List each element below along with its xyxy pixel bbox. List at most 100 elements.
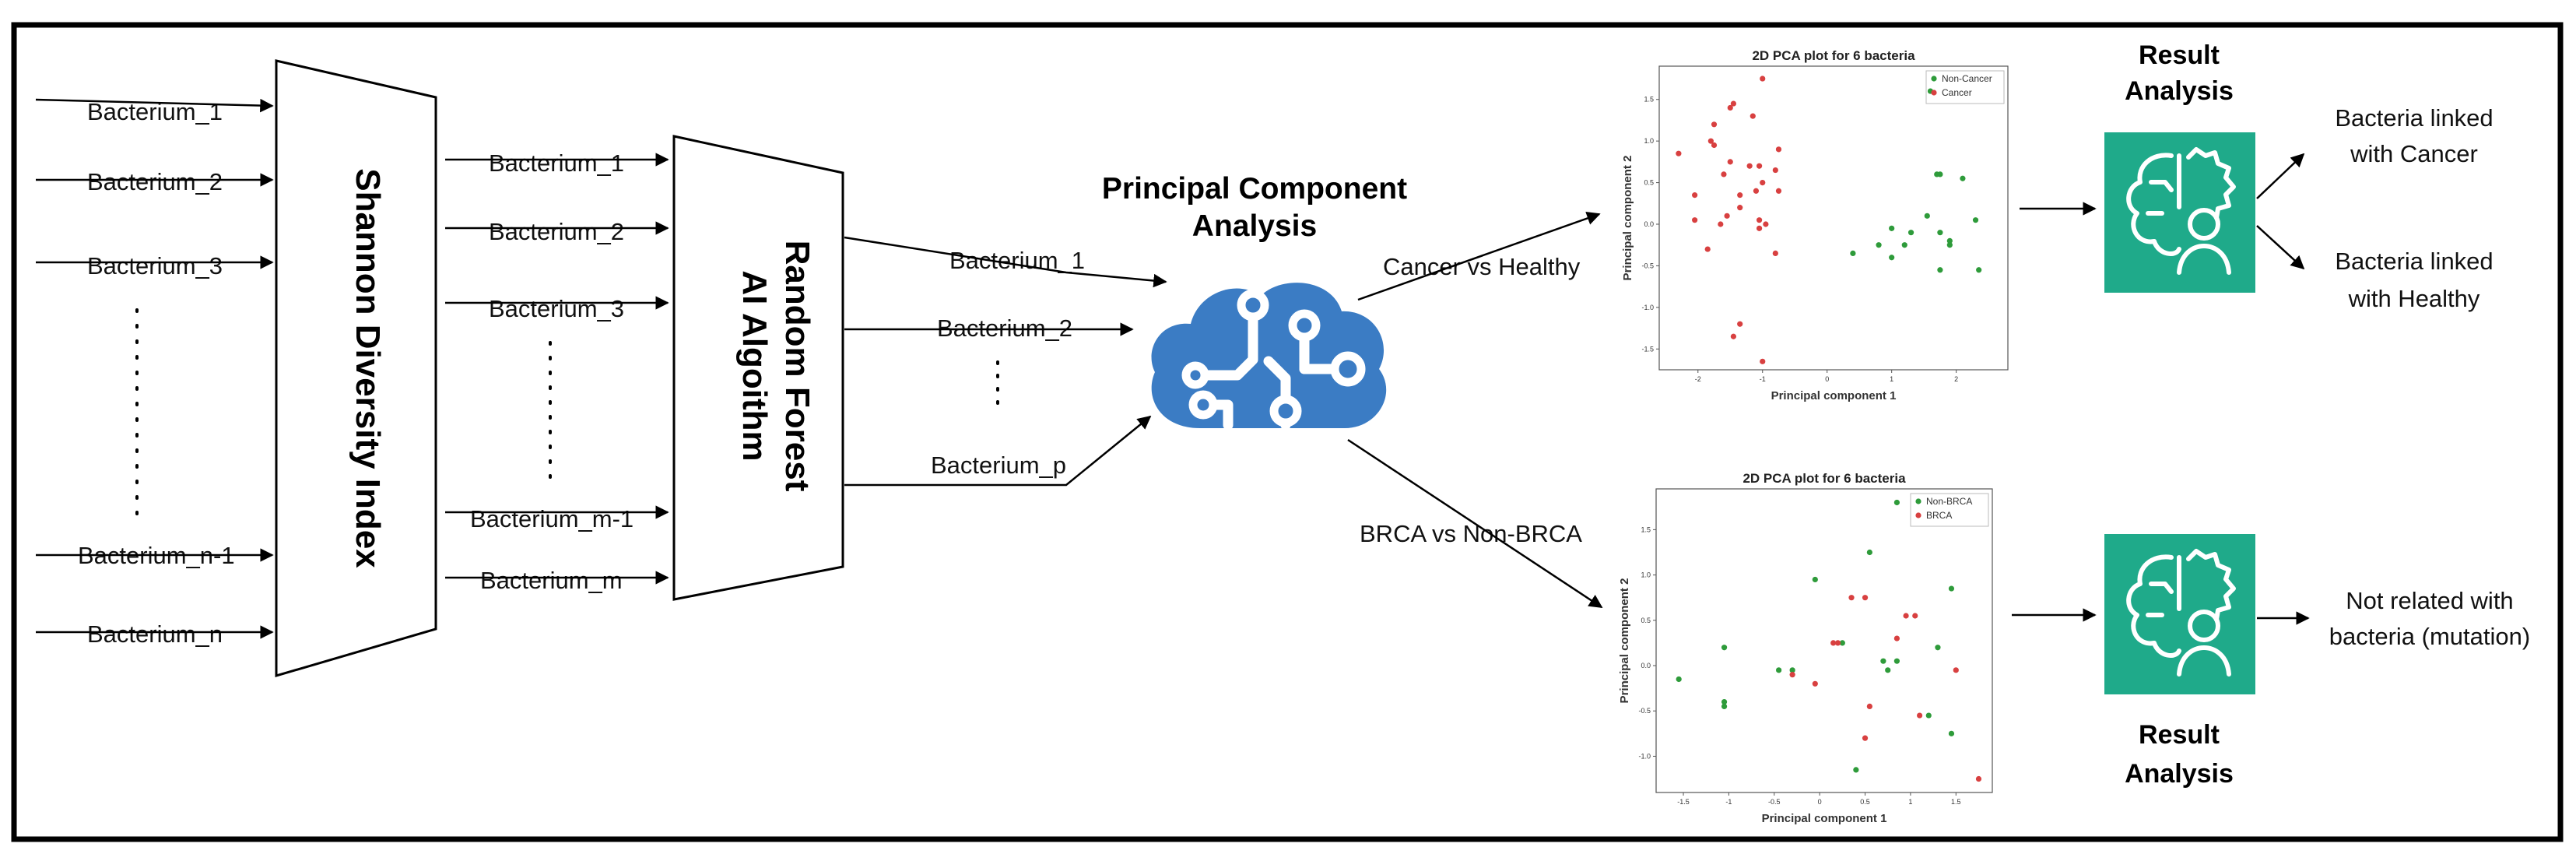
mid-label-3: Bacterium_3 (489, 295, 624, 322)
plot-point (1750, 113, 1756, 119)
plot-ytick-label: 1.0 (1644, 137, 1654, 145)
plot-point (1756, 217, 1763, 223)
plot-point (1976, 267, 1982, 273)
plot-point (1850, 250, 1856, 257)
plot-point (1907, 230, 1914, 236)
shannon-block-label: Shannon Diversity Index (349, 168, 387, 568)
plot-xtick-label: -1 (1760, 375, 1766, 383)
outer-frame (11, 22, 2564, 842)
plot-ylabel: Principal component 2 (1621, 156, 1634, 281)
plot-ytick-label: 0.0 (1644, 220, 1654, 228)
mid-label-2: Bacterium_2 (489, 218, 624, 245)
plot-point (1692, 192, 1698, 199)
plot-point (1721, 645, 1728, 651)
result-bottom-title-2: Analysis (2125, 759, 2234, 789)
plot-point (1730, 100, 1737, 107)
pca-input-labels: Bacterium_1 Bacterium_2 Bacterium_p (931, 247, 1085, 479)
plot-point (1789, 672, 1795, 678)
plot-point (1756, 163, 1763, 169)
plot-point (1772, 167, 1778, 174)
plot-ytick-label: 0.5 (1641, 617, 1651, 624)
pca-title-2: Analysis (1192, 209, 1317, 243)
random-forest-label-2: AI Algoithm (735, 270, 774, 461)
plot-xtick-label: -1.5 (1677, 798, 1690, 806)
plot-point (1912, 613, 1918, 619)
shannon-block (275, 59, 437, 678)
pca-title-1: Principal Component (1102, 172, 1407, 206)
plot-ytick-label: 1.5 (1644, 96, 1654, 104)
input-arrows (35, 98, 274, 639)
plot-xtick-label: 2 (1954, 375, 1958, 383)
plot-point (1772, 250, 1778, 257)
plot-point (1721, 698, 1728, 705)
plot-xlabel: Principal component 1 (1771, 389, 1897, 402)
mid-label-1: Bacterium_1 (489, 149, 624, 177)
branch-arrow-bottom (1347, 438, 1603, 609)
input-arrow-1 (35, 98, 274, 113)
plot-xtick-label: 1.5 (1951, 798, 1961, 806)
plot-point (1692, 217, 1698, 223)
plot-axes-box (1658, 65, 2009, 371)
plot-point (1948, 585, 1955, 592)
plot-legend-marker (1915, 512, 1921, 518)
plot-point (1937, 230, 1943, 236)
output-cancer-1: Bacteria linked (2335, 104, 2493, 132)
plot-ytick-label: 0.0 (1641, 662, 1651, 669)
random-forest-label-1: Random Forest (778, 241, 816, 492)
plot-ytick-label: 1.5 (1641, 525, 1651, 533)
plot-point (1727, 104, 1733, 111)
plot-point (1893, 635, 1900, 641)
plot-ytick-label: -1.5 (1641, 345, 1654, 353)
input-label-3: Bacterium_3 (87, 252, 223, 279)
mid-label-5: Bacterium_m (480, 567, 623, 594)
pca-input-arrow-3 (844, 415, 1152, 487)
output-arrows (2256, 153, 2310, 625)
plot-point (1925, 712, 1932, 719)
plot-point (1880, 658, 1886, 664)
plot-point (1746, 163, 1753, 169)
plot-point (1676, 150, 1682, 156)
plot-point (1953, 667, 1959, 673)
plot-point (1721, 703, 1728, 710)
result-top-title-1: Result (2139, 40, 2220, 70)
pca-input-label-2: Bacterium_2 (937, 315, 1072, 342)
output-arrow-healthy (2256, 225, 2305, 270)
plot-point (1889, 255, 1895, 261)
plot-point (1946, 237, 1953, 244)
plot-xtick-label: 1 (1908, 798, 1912, 806)
plot-xtick-label: 0 (1818, 798, 1822, 806)
plot-point (1775, 146, 1782, 153)
plot-point (1756, 225, 1763, 231)
pca-input-arrows (844, 236, 1167, 487)
plot-title: 2D PCA plot for 6 bacteria (1742, 471, 1906, 486)
brain-gear-user-icon (2104, 534, 2255, 694)
output-healthy-2: with Healthy (2348, 285, 2480, 312)
plot-point (1737, 205, 1743, 211)
plot-point (1760, 358, 1766, 364)
plot-point (1718, 221, 1724, 227)
plot-legend-box (1910, 493, 1989, 527)
plot-axes-box (1655, 488, 1993, 793)
plot-point (1812, 576, 1818, 583)
branch-arrow-top (1357, 212, 1601, 301)
plot-point (1711, 121, 1718, 128)
plot-point (1935, 645, 1941, 651)
mid-labels: Bacterium_1 Bacterium_2 Bacterium_3 Bact… (470, 149, 633, 594)
plot-point (1885, 667, 1891, 673)
plot-point (1889, 225, 1895, 231)
branch-label-bottom: BRCA vs Non-BRCA (1360, 520, 1582, 547)
plot-title: 2D PCA plot for 6 bacteria (1752, 48, 1915, 63)
plot-point (1924, 213, 1930, 219)
pca-input-label-3: Bacterium_p (931, 452, 1066, 479)
output-mutation-2: bacteria (mutation) (2329, 623, 2530, 650)
plot-point (1948, 730, 1955, 736)
plot-point (1848, 595, 1855, 601)
plot-point (1730, 333, 1737, 339)
plot-point (1760, 179, 1766, 186)
plot-point (1866, 703, 1872, 710)
plot-xtick-label: -2 (1695, 375, 1701, 383)
plot-point (1775, 188, 1782, 194)
